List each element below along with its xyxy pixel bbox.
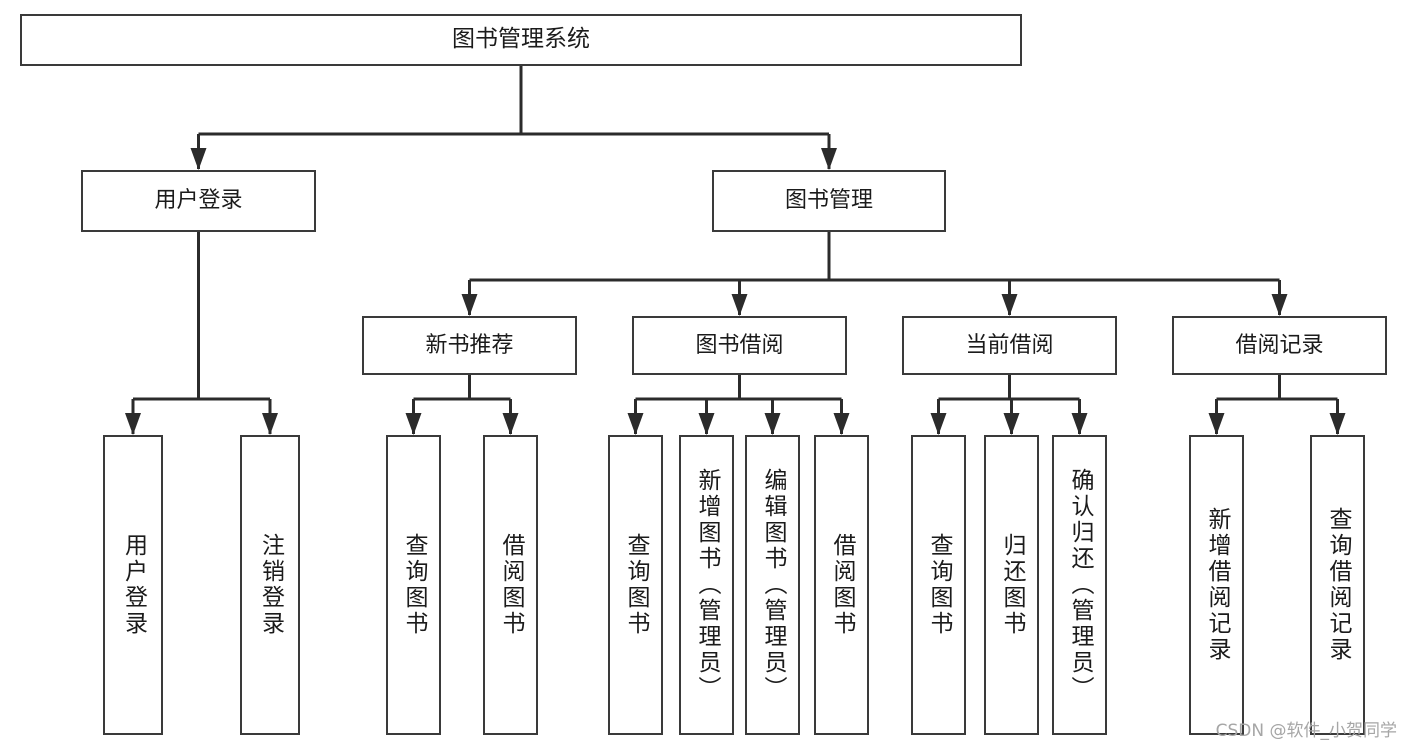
node-leaf-add-record[interactable]: 新增借阅记录 xyxy=(1189,435,1244,735)
node-leaf-query-book-2[interactable]: 查询图书 xyxy=(608,435,663,735)
node-leaf-borrow-book-2[interactable]: 借阅图书 xyxy=(814,435,869,735)
node-leaf-borrow-book-1[interactable]: 借阅图书 xyxy=(483,435,538,735)
node-leaf-add-book-label: 新增图书（管理员） xyxy=(694,468,720,702)
node-new-book-recommend[interactable]: 新书推荐 xyxy=(362,316,577,375)
node-leaf-query-book-3[interactable]: 查询图书 xyxy=(911,435,966,735)
node-leaf-edit-book-label: 编辑图书（管理员） xyxy=(760,468,786,702)
watermark-label: CSDN @软件_小贺同学 xyxy=(1215,721,1397,741)
node-leaf-user-logout-label: 注销登录 xyxy=(257,533,284,637)
node-leaf-query-book-3-label: 查询图书 xyxy=(926,533,952,637)
node-user-login[interactable]: 用户登录 xyxy=(81,170,316,232)
node-leaf-edit-book[interactable]: 编辑图书（管理员） xyxy=(745,435,800,735)
node-leaf-add-record-label: 新增借阅记录 xyxy=(1204,507,1230,663)
node-leaf-query-book-2-label: 查询图书 xyxy=(623,533,649,637)
node-new-book-recommend-label: 新书推荐 xyxy=(425,332,514,358)
node-leaf-user-login-label: 用户登录 xyxy=(120,533,147,637)
node-current-borrow-label: 当前借阅 xyxy=(965,332,1054,358)
node-leaf-confirm-return[interactable]: 确认归还（管理员） xyxy=(1052,435,1107,735)
node-leaf-user-login[interactable]: 用户登录 xyxy=(103,435,163,735)
node-leaf-query-record-label: 查询借阅记录 xyxy=(1325,507,1351,663)
node-book-manage-label: 图书管理 xyxy=(784,188,873,214)
node-leaf-add-book[interactable]: 新增图书（管理员） xyxy=(679,435,734,735)
node-book-borrow[interactable]: 图书借阅 xyxy=(632,316,847,375)
node-leaf-return-book[interactable]: 归还图书 xyxy=(984,435,1039,735)
node-book-manage[interactable]: 图书管理 xyxy=(712,170,946,232)
node-book-borrow-label: 图书借阅 xyxy=(695,332,784,358)
node-borrow-record[interactable]: 借阅记录 xyxy=(1172,316,1387,375)
node-current-borrow[interactable]: 当前借阅 xyxy=(902,316,1117,375)
node-leaf-return-book-label: 归还图书 xyxy=(999,533,1025,637)
root-node-label: 图书管理系统 xyxy=(452,26,590,53)
node-user-login-label: 用户登录 xyxy=(154,188,243,214)
node-leaf-borrow-book-2-label: 借阅图书 xyxy=(829,533,855,637)
node-leaf-query-book-1[interactable]: 查询图书 xyxy=(386,435,441,735)
node-leaf-query-book-1-label: 查询图书 xyxy=(401,533,427,637)
node-leaf-user-logout[interactable]: 注销登录 xyxy=(240,435,300,735)
node-leaf-query-record[interactable]: 查询借阅记录 xyxy=(1310,435,1365,735)
node-leaf-borrow-book-1-label: 借阅图书 xyxy=(498,533,524,637)
root-node[interactable]: 图书管理系统 xyxy=(20,14,1022,66)
node-leaf-confirm-return-label: 确认归还（管理员） xyxy=(1067,468,1093,702)
node-borrow-record-label: 借阅记录 xyxy=(1235,332,1324,358)
